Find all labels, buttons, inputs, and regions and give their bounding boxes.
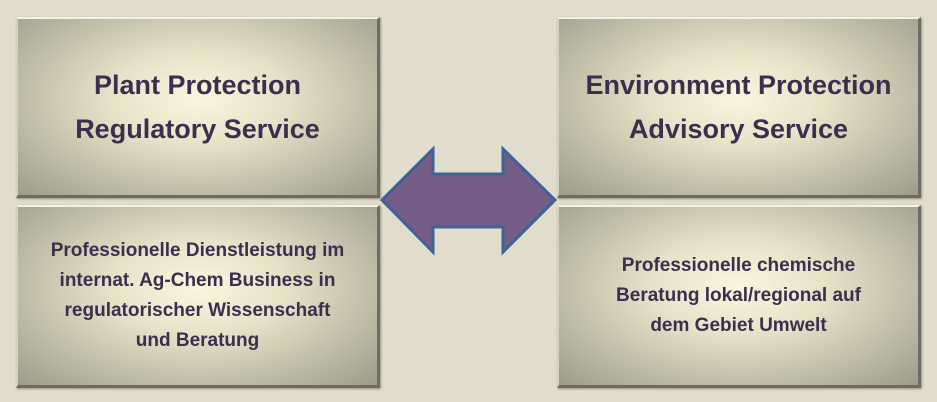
desc-line: und Beratung: [135, 330, 260, 351]
desc-line: dem Gebiet Umwelt: [650, 315, 827, 336]
desc-line: Beratung lokal/regional auf: [616, 285, 861, 306]
environment-protection-description-box: Professionelle chemische Beratung lokal/…: [557, 205, 921, 388]
desc-line: Professionelle Dienstleistung im: [50, 240, 345, 261]
desc-line: internat. Ag-Chem Business in: [59, 270, 336, 291]
environment-protection-title-box: Environment Protection Advisory Service: [557, 17, 921, 198]
title-line: Plant Protection: [93, 70, 302, 100]
double-arrow-shape: [379, 145, 558, 256]
title-line: Regulatory Service: [75, 114, 320, 144]
plant-protection-title-box: Plant Protection Regulatory Service: [16, 17, 380, 198]
desc-line: Professionelle chemische: [621, 255, 856, 276]
desc-line: regulatorischer Wissenschaft: [64, 300, 331, 321]
title-line: Environment Protection: [585, 70, 892, 100]
plant-protection-description-box: Professionelle Dienstleistung im interna…: [16, 205, 380, 388]
title-line: Advisory Service: [628, 114, 849, 144]
